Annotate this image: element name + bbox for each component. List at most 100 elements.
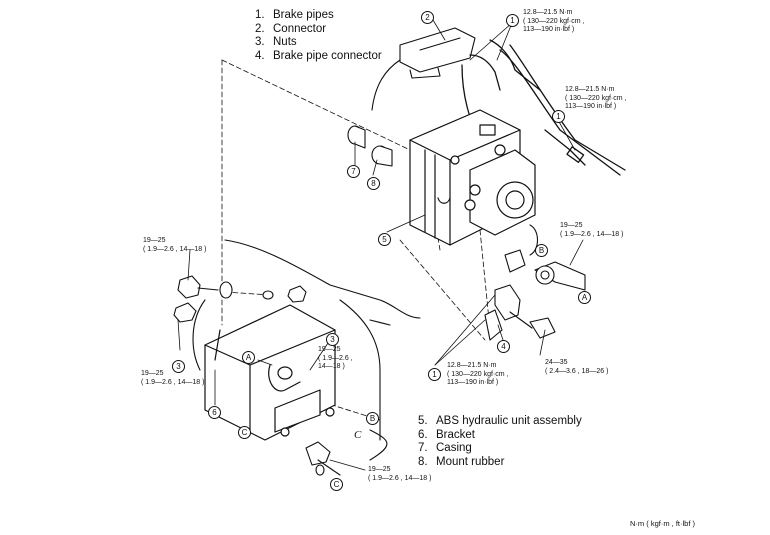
callout-a: A bbox=[242, 351, 255, 364]
torque-spec-center-mid: 19—25 ( 1.9—2.6 , 14—18 ) bbox=[318, 346, 353, 372]
brake-pipes-top bbox=[461, 39, 626, 176]
brake-pipe-connector-4 bbox=[484, 284, 556, 341]
legend-label: Connector bbox=[273, 22, 327, 35]
legend-num: 2. bbox=[255, 22, 265, 35]
legend-label: Brake pipe connector bbox=[273, 49, 382, 62]
callout-3: 3 bbox=[172, 360, 185, 373]
torque-line: 14—18 ) bbox=[318, 363, 345, 370]
callout-3: 3 bbox=[326, 333, 339, 346]
frame-curve-bottom bbox=[369, 429, 388, 461]
torque-line: 113—190 in·lbf ) bbox=[447, 379, 499, 386]
abs-hydraulic-unit bbox=[409, 109, 536, 246]
frame-curve-top bbox=[224, 239, 421, 319]
torque-spec-left-mid: 19—25 ( 1.9—2.6 , 14—18 ) bbox=[143, 237, 206, 254]
torque-spec-top-right: 12.8—21.5 N·m ( 130—220 kgf·cm , 113—190… bbox=[565, 86, 626, 112]
legend-num: 3. bbox=[255, 36, 265, 48]
legend-item: 6. Bracket bbox=[418, 429, 582, 443]
legend-item: 4. Brake pipe connector bbox=[255, 50, 382, 64]
torque-line: 19—25 bbox=[141, 370, 164, 377]
callout-4: 4 bbox=[497, 340, 510, 353]
leader-top-diagonal bbox=[221, 59, 411, 151]
torque-line: 12.8—21.5 N·m bbox=[523, 9, 573, 16]
legend-bottom: 5.ABS hydraulic unit assembly 6.Bracket … bbox=[418, 415, 582, 469]
leader-center-down bbox=[399, 239, 486, 341]
pipe-top-1 bbox=[469, 54, 501, 91]
torque-line: 113—190 in·lbf ) bbox=[523, 26, 575, 33]
legend-item: 3. Nuts bbox=[255, 36, 382, 50]
callout-8: 8 bbox=[367, 177, 380, 190]
legend-item: 5. ABS hydraulic unit assembly bbox=[418, 415, 582, 429]
legend-num: 5. bbox=[418, 415, 428, 427]
callout-1: 1 bbox=[506, 14, 519, 27]
right-side-bolts bbox=[504, 224, 586, 291]
callout-2: 2 bbox=[421, 11, 434, 24]
torque-line: 24—35 bbox=[545, 359, 568, 366]
legend-label: ABS hydraulic unit assembly bbox=[436, 415, 582, 427]
pipe-right-long-2 bbox=[509, 44, 626, 171]
body-outline-curves bbox=[192, 239, 421, 461]
torque-spec-top-center: 12.8—21.5 N·m ( 130—220 kgf·cm , 113—190… bbox=[523, 9, 584, 35]
legend-num: 7. bbox=[418, 442, 428, 454]
legend-label: Brake pipes bbox=[273, 9, 334, 21]
torque-line: 12.8—21.5 N·m bbox=[447, 362, 497, 369]
legend-label: Nuts bbox=[273, 36, 297, 48]
callout-1: 1 bbox=[552, 110, 565, 123]
legend-num: 1. bbox=[255, 9, 265, 21]
pipe-top-3 bbox=[489, 39, 541, 91]
torque-line: ( 1.9—2.6 , 14—18 ) bbox=[368, 474, 432, 482]
torque-line: ( 2.4—3.6 , 18—26 ) bbox=[545, 367, 609, 375]
torque-line: ( 1.9—2.6 , 14—18 ) bbox=[560, 230, 624, 238]
pipe-right-long bbox=[499, 49, 621, 176]
bottom-bolts bbox=[305, 441, 341, 476]
torque-line: 12.8—21.5 N·m bbox=[565, 86, 615, 93]
legend-item: 8. Mount rubber bbox=[418, 456, 582, 470]
torque-line: 19—25 bbox=[560, 222, 583, 229]
callout-b: B bbox=[535, 244, 548, 257]
torque-line: ( 130—220 kgf·cm , bbox=[523, 17, 585, 25]
callout-6: 6 bbox=[208, 406, 221, 419]
frame-curve-left bbox=[192, 299, 206, 371]
legend-num: 4. bbox=[255, 49, 265, 62]
connector-wire bbox=[371, 59, 401, 111]
torque-line: ( 1.9—2.6 , 14—18 ) bbox=[141, 378, 205, 386]
callout-a: A bbox=[578, 291, 591, 304]
callout-7: 7 bbox=[347, 165, 360, 178]
callout-c: C bbox=[330, 478, 343, 491]
leader-bracket-b bbox=[299, 394, 381, 421]
units-note: N·m ( kgf·m , ft·lbf ) bbox=[630, 519, 695, 528]
torque-line: 19—25 bbox=[318, 346, 341, 353]
torque-line: ( 130—220 kgf·cm , bbox=[565, 94, 627, 102]
callout-leaders bbox=[177, 19, 584, 471]
legend-top: 1. Brake pipes 2. Connector 3. Nuts 4. Brake… bbox=[255, 9, 382, 63]
legend-label: Casing bbox=[436, 442, 472, 454]
torque-line: ( 130—220 kgf·cm , bbox=[447, 370, 509, 378]
torque-spec-bottom-bolt: 19—25 ( 1.9—2.6 , 14—18 ) bbox=[368, 466, 431, 483]
legend-item: 1. Brake pipes bbox=[255, 9, 382, 23]
callout-1: 1 bbox=[428, 368, 441, 381]
torque-spec-left-low: 19—25 ( 1.9—2.6 , 14—18 ) bbox=[141, 370, 204, 387]
torque-line: ( 1.9—2.6 , 14—18 ) bbox=[143, 245, 207, 253]
pipe-right-fitting bbox=[544, 129, 586, 166]
left-bolts-and-nuts bbox=[173, 275, 307, 323]
legend-num: 8. bbox=[418, 455, 428, 468]
legend-label: Mount rubber bbox=[436, 455, 505, 468]
frame-curve-right bbox=[339, 299, 381, 441]
torque-line: ( 1.9—2.6 , bbox=[318, 354, 353, 362]
torque-line: 113—190 in·lbf ) bbox=[565, 103, 617, 110]
stray-letter-c: C bbox=[354, 429, 362, 441]
callout-c: C bbox=[238, 426, 251, 439]
legend-item: 2. Connector bbox=[255, 23, 382, 37]
legend-num: 6. bbox=[418, 428, 428, 441]
callout-b: B bbox=[366, 412, 379, 425]
legend-label: Bracket bbox=[436, 428, 475, 441]
connector-2 bbox=[371, 27, 476, 111]
torque-spec-bottom-pipe: 12.8—21.5 N·m ( 130—220 kgf·cm , 113—190… bbox=[447, 362, 508, 388]
legend-item: 7. Casing bbox=[418, 442, 582, 456]
bracket-6 bbox=[204, 304, 336, 441]
torque-spec-right-mid: 19—25 ( 1.9—2.6 , 14—18 ) bbox=[560, 222, 623, 239]
torque-line: 19—25 bbox=[143, 237, 166, 244]
callout-5: 5 bbox=[378, 233, 391, 246]
torque-line: 19—25 bbox=[368, 466, 391, 473]
